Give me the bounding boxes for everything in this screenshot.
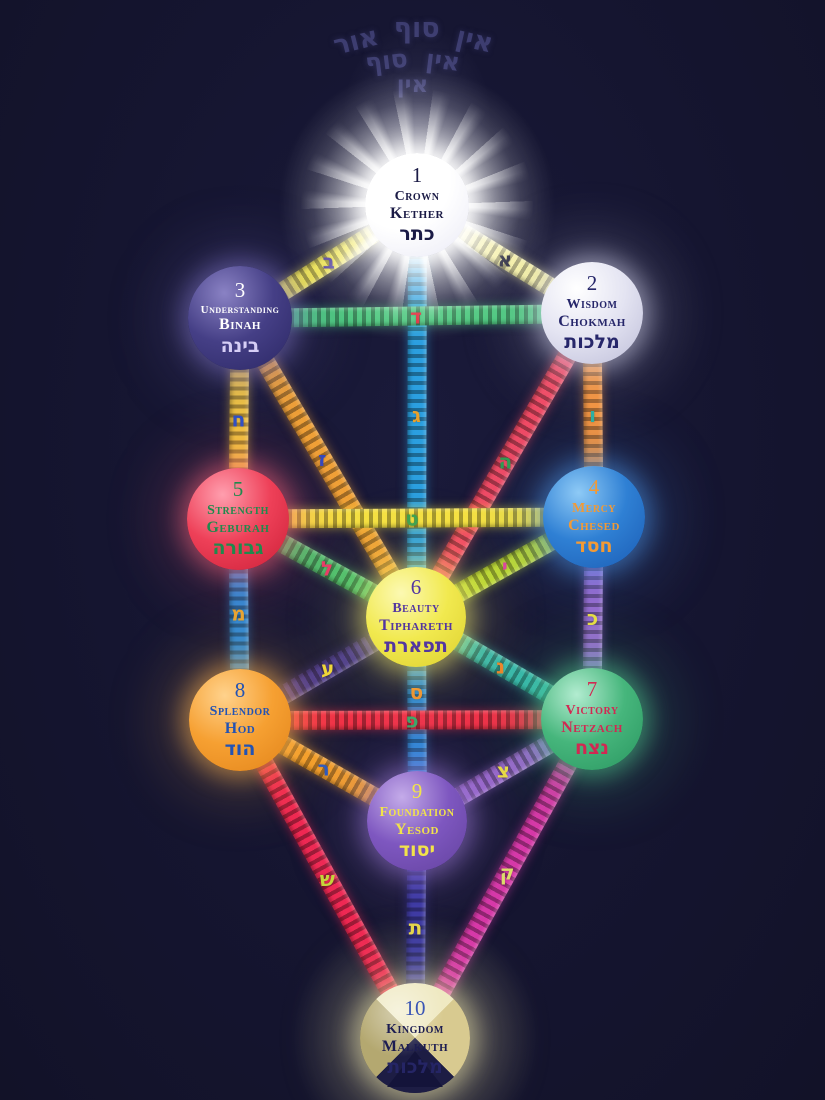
sephira-hebrew-name: חסד (575, 535, 613, 558)
sephira-name: Wisdom (566, 296, 618, 312)
sephira-transliteration: Chokmah (558, 312, 626, 330)
sephira-hebrew-name: הוד (224, 738, 256, 761)
sephira-transliteration: Binah (219, 315, 261, 333)
sephira-hebrew-name: מלכות (387, 1056, 443, 1079)
sephira-name: Strength (207, 502, 269, 518)
sephira-number: 3 (234, 278, 246, 302)
sephira-name: Understanding (200, 303, 280, 316)
sephira-hebrew-name: יסוד (398, 839, 436, 862)
sephira-name: Splendor (209, 703, 271, 719)
sephira-number: 5 (232, 477, 244, 502)
sephira-number: 2 (586, 271, 598, 296)
malkuth-pyramid (387, 1051, 443, 1087)
sephira-hebrew-name: מלכות (564, 331, 620, 354)
sephira-number: 7 (586, 677, 598, 702)
sephira-transliteration: Chesed (568, 516, 620, 534)
sephira-hebrew-name: תפארת (384, 635, 448, 658)
sephira-name: Foundation (379, 804, 455, 820)
sephira-transliteration: Yesod (394, 820, 439, 838)
sephira-hebrew-name: נצח (574, 737, 610, 760)
sephira-transliteration: Hod (224, 719, 256, 737)
sephira-name: Beauty (392, 600, 440, 616)
sephira-number: 4 (588, 475, 600, 500)
sephira-hebrew-name: גבורה (212, 537, 264, 560)
sephira-number: 9 (411, 779, 423, 804)
ain-line-1: איןסוףאור (330, 13, 496, 62)
sephira-number: 8 (234, 678, 246, 703)
sephira-number: 1 (411, 163, 423, 188)
sephira-number: 10 (404, 996, 426, 1021)
sephira-transliteration: Tiphareth (379, 616, 453, 634)
sephira-transliteration: Netzach (561, 718, 623, 736)
sephira-name: Crown (394, 188, 440, 204)
sephira-number: 6 (410, 575, 422, 600)
sephira-name: Victory (565, 702, 619, 718)
ain-word: סוף (394, 13, 440, 44)
sephira-transliteration: Kether (390, 204, 444, 222)
sephira-hebrew-name: בינה (220, 334, 260, 357)
sephira-transliteration: Geburah (206, 518, 270, 536)
sephira-name: Kingdom (386, 1021, 444, 1037)
sephira-hebrew-name: כתר (399, 223, 435, 246)
sephira-name: Mercy (571, 500, 617, 516)
sephira-transliteration: Malkuth (381, 1037, 449, 1055)
